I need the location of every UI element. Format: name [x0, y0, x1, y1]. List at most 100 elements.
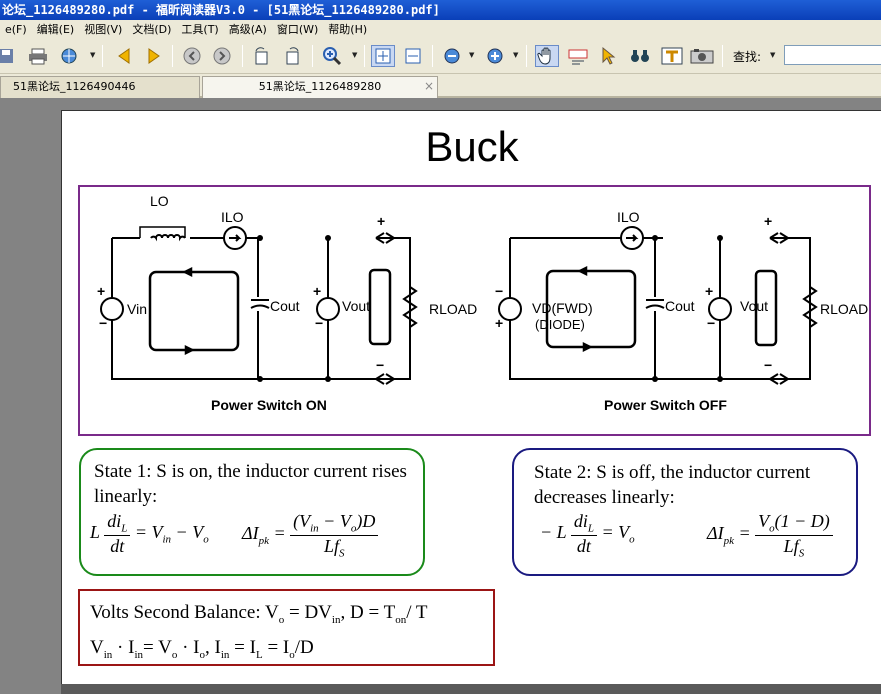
- toolbar-separator: [102, 45, 103, 67]
- menu-help[interactable]: 帮助(H): [328, 23, 368, 36]
- zoom-in-button[interactable]: [483, 45, 507, 67]
- back-button[interactable]: [180, 45, 204, 67]
- menu-window[interactable]: 窗口(W): [276, 23, 319, 36]
- printer-icon: [29, 48, 47, 65]
- eq-subscript: o: [171, 648, 178, 661]
- eq-text: · I: [177, 636, 200, 658]
- vin-label: Vin: [127, 301, 147, 317]
- tab-document-2[interactable]: 51黑论坛_1126489280: [202, 76, 438, 98]
- print-button[interactable]: [26, 45, 50, 67]
- menu-edit[interactable]: 编辑(E): [36, 23, 75, 36]
- zoom-dropdown-arrow-icon[interactable]: ▼: [352, 51, 358, 59]
- snapshot-button[interactable]: [690, 45, 714, 67]
- eq-subscript: on: [395, 613, 407, 626]
- cursor-arrow-icon: [602, 46, 616, 65]
- pointer-button[interactable]: [596, 45, 620, 67]
- zoom-out-dropdown-arrow-icon[interactable]: ▼: [469, 51, 475, 59]
- hand-icon: [537, 47, 551, 65]
- eq-symbol: − V: [323, 511, 351, 531]
- eq-symbol: − L: [540, 521, 567, 542]
- arrow-left-icon: [118, 48, 130, 64]
- volt-second-balance-box: Volts Second Balance: Vo = DVin, D = Ton…: [78, 589, 495, 666]
- vout-plus-sign-off: +: [705, 283, 714, 299]
- cout-label-off: Cout: [665, 298, 695, 314]
- typewriter-button[interactable]: [660, 45, 684, 67]
- buck-circuit-diagram: [100, 226, 818, 385]
- eq-symbol: −: [175, 521, 188, 542]
- output-plus-sign-on: +: [377, 213, 386, 229]
- menu-file[interactable]: e(F): [5, 23, 27, 36]
- menu-advanced[interactable]: 高级(A): [228, 23, 267, 36]
- output-plus-sign-off: +: [764, 213, 773, 229]
- rotate-left-icon: [255, 47, 268, 65]
- toolbar-separator: [526, 45, 527, 67]
- eq-text: / T: [406, 602, 428, 623]
- fit-page-button[interactable]: [371, 45, 395, 67]
- circuit-nodes: [257, 235, 723, 382]
- state2-ripple-equation: ΔIpk = Vo(1 − D)LfS: [707, 511, 833, 559]
- state2-text: State 2: S is off, the inductor current …: [534, 462, 811, 508]
- binoculars-icon: [631, 50, 649, 62]
- eq-symbol: =: [273, 523, 286, 544]
- rotate-right-icon: [286, 47, 299, 65]
- tab-document-1[interactable]: 51黑论坛_1126490446: [0, 76, 200, 98]
- select-text-button[interactable]: [566, 45, 590, 67]
- rotate-left-button[interactable]: [250, 45, 274, 67]
- toolbar-separator: [722, 45, 723, 67]
- find-input[interactable]: [784, 45, 881, 65]
- eq-text: Volts Second Balance: V: [90, 602, 279, 623]
- eq-subscript: in: [331, 613, 341, 626]
- typewriter-icon: [661, 47, 683, 65]
- forward-circle-icon: [213, 47, 231, 65]
- web-dropdown-arrow-icon[interactable]: ▼: [90, 51, 96, 59]
- slide-title: Buck: [425, 123, 519, 170]
- eq-text: = I: [229, 636, 256, 658]
- eq-text: = DV: [284, 602, 332, 623]
- menu-document[interactable]: 文档(D): [132, 23, 172, 36]
- previous-page-button[interactable]: [112, 45, 136, 67]
- eq-subscript: o: [203, 533, 209, 546]
- toolbar-separator: [364, 45, 365, 67]
- eq-symbol: (V: [293, 511, 311, 531]
- save-button[interactable]: [0, 45, 18, 67]
- menu-view[interactable]: 视图(V): [84, 23, 123, 36]
- fit-width-button[interactable]: [401, 45, 425, 67]
- eq-symbol: (1 − D): [774, 511, 830, 531]
- zoom-button[interactable]: [320, 45, 344, 67]
- globe-icon: [61, 48, 77, 64]
- rload-label-off: RLOAD: [820, 301, 869, 317]
- output-minus-sign-on: −: [376, 357, 385, 373]
- state1-text: State 1: S is on, the inductor current r…: [94, 461, 407, 507]
- binoculars-button[interactable]: [628, 45, 652, 67]
- sources: [100, 226, 732, 321]
- forward-button[interactable]: [210, 45, 234, 67]
- menu-bar: e(F) 编辑(E) 视图(V) 文档(D) 工具(T) 高级(A) 窗口(W) 帮助(H): [0, 20, 881, 39]
- inductor-current-label-on: ILO: [221, 209, 244, 225]
- eq-subscript: in: [162, 533, 172, 546]
- eq-subscript: in: [134, 648, 144, 661]
- next-page-button[interactable]: [142, 45, 166, 67]
- arrow-right-icon: [148, 48, 160, 64]
- hand-tool-button[interactable]: [535, 45, 559, 67]
- eq-subscript: L: [255, 648, 263, 661]
- zoom-out-button[interactable]: [440, 45, 464, 67]
- eq-symbol: L: [90, 521, 100, 542]
- toolbar-separator: [242, 45, 243, 67]
- find-dropdown-arrow-icon[interactable]: ▼: [770, 51, 776, 59]
- menu-tools[interactable]: 工具(T): [181, 23, 219, 36]
- close-tab-icon[interactable]: ×: [424, 79, 435, 93]
- circuit-diagram-box: LO ILO ILO Vin Cout Cout Vout Vout RLOAD…: [78, 185, 871, 436]
- eq-text: , D = T: [340, 602, 396, 623]
- eq-subscript: L: [587, 522, 594, 535]
- eq-subscript: o: [278, 613, 285, 626]
- zoom-in-dropdown-arrow-icon[interactable]: ▼: [513, 51, 519, 59]
- eq-subscript: pk: [258, 534, 269, 547]
- eq-text: V: [90, 636, 104, 658]
- rotate-right-button[interactable]: [280, 45, 304, 67]
- eq-symbol: Lf: [323, 535, 339, 556]
- vout-label-on: Vout: [342, 298, 371, 314]
- web-button[interactable]: [58, 45, 82, 67]
- eq-subscript: o: [769, 522, 775, 535]
